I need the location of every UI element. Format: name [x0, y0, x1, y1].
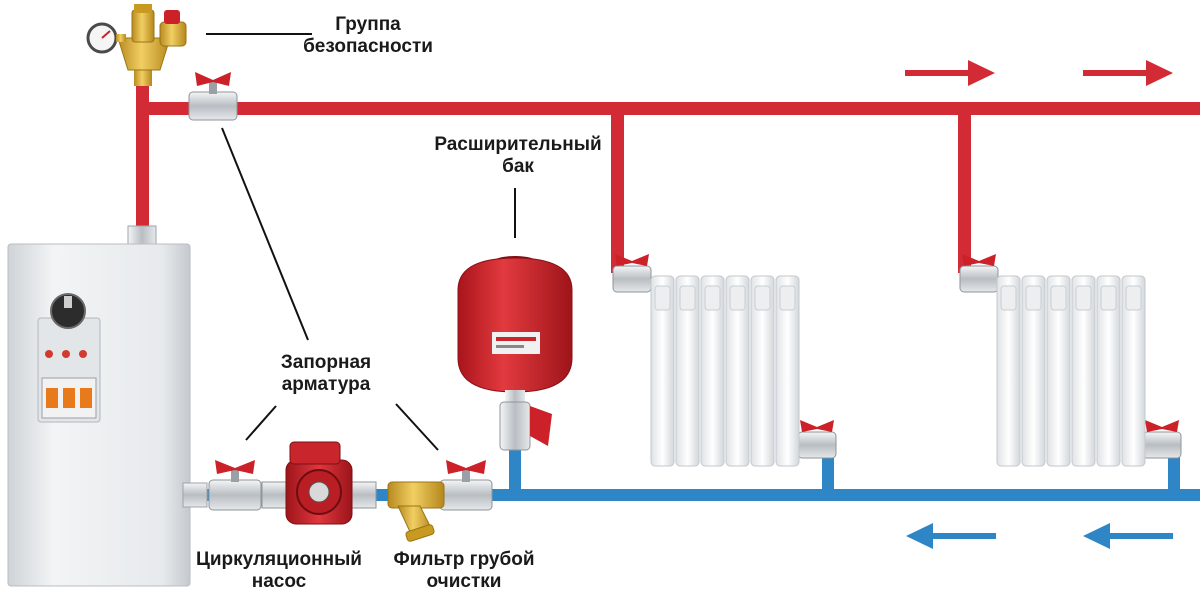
- valve-handle-icon: [446, 460, 486, 474]
- ball-valve: [612, 254, 652, 293]
- ball-valve: [439, 460, 493, 511]
- supply-pipes: [136, 80, 1200, 273]
- valve-handle-icon: [615, 254, 649, 266]
- ball-valve: [188, 72, 238, 121]
- valve-handle-icon: [962, 254, 996, 266]
- radiator-section: [675, 275, 700, 467]
- radiator-fin: [1100, 285, 1117, 311]
- radiator-fin: [779, 285, 796, 311]
- radiator: [650, 275, 800, 467]
- radiator: [996, 275, 1146, 467]
- supply-main-pipe: [136, 102, 1200, 115]
- shutoff-leader-right: [395, 403, 439, 451]
- radiator-fin: [704, 285, 721, 311]
- indicator-lamp-icon: [45, 350, 53, 358]
- radiator-fin: [1025, 285, 1042, 311]
- radiator-section: [1071, 275, 1096, 467]
- radiator-section: [775, 275, 800, 467]
- electric-boiler: [7, 225, 208, 587]
- radiator-fin: [654, 285, 671, 311]
- valve-handle-icon: [215, 460, 255, 474]
- thermostat-knob-icon: [50, 293, 86, 329]
- coarse-filter: [387, 481, 445, 542]
- indicator-lamp-icon: [62, 350, 70, 358]
- radiator-fin: [1050, 285, 1067, 311]
- radiator-fin: [1075, 285, 1092, 311]
- ball-valve: [797, 420, 837, 459]
- radiator-section: [996, 275, 1021, 467]
- valve-handle-icon: [800, 420, 834, 432]
- shutoff-leader-top: [221, 127, 309, 341]
- pump-rotor-icon: [308, 481, 330, 503]
- leader-lines: [206, 33, 516, 451]
- valve-handle-icon: [530, 406, 552, 446]
- radiator-fin: [1125, 285, 1142, 311]
- radiator-section: [650, 275, 675, 467]
- valve-handle-icon: [195, 72, 231, 86]
- radiator-fin: [1000, 285, 1017, 311]
- safety-group: [86, 4, 187, 86]
- radiator2-supply-drop: [958, 108, 971, 273]
- expansion-tank-label: Расширительный бак: [434, 134, 602, 177]
- indicator-lamp-icon: [79, 350, 87, 358]
- radiator-section: [1046, 275, 1071, 467]
- supply-arrow-icon: [1083, 60, 1173, 86]
- shutoff-valves-label: Запорная арматура: [280, 352, 372, 395]
- radiator-section: [725, 275, 750, 467]
- supply-arrow-icon: [905, 60, 995, 86]
- circulation-pump-label: Циркуляционный насос: [196, 549, 362, 592]
- pressure-gauge-icon: [86, 22, 126, 54]
- radiator-section: [750, 275, 775, 467]
- radiator1-supply-drop: [611, 108, 624, 273]
- return-flow-arrows: [906, 523, 1173, 549]
- radiator-section: [700, 275, 725, 467]
- radiator-section: [1121, 275, 1146, 467]
- radiator-section: [1096, 275, 1121, 467]
- ball-valve: [959, 254, 999, 293]
- radiator-fin: [679, 285, 696, 311]
- return-arrow-icon: [906, 523, 996, 549]
- tank-connection-pipe: [509, 440, 521, 495]
- boiler-riser-pipe: [136, 80, 149, 230]
- radiator-section: [1021, 275, 1046, 467]
- coarse-filter-label: Фильтр грубой очистки: [393, 549, 535, 592]
- ball-valve: [1142, 420, 1182, 459]
- expansion-tank: [457, 256, 573, 451]
- return-arrow-icon: [1083, 523, 1173, 549]
- circulation-pump: [261, 441, 377, 525]
- supply-flow-arrows: [905, 60, 1173, 86]
- shutoff-leader-left: [245, 405, 277, 441]
- radiator-fin: [729, 285, 746, 311]
- circuit-breaker-icon: [41, 377, 97, 419]
- valve-handle-icon: [1145, 420, 1179, 432]
- safety-group-label: Группа безопасности: [303, 14, 433, 57]
- radiator-fin: [754, 285, 771, 311]
- ball-valve: [208, 460, 262, 511]
